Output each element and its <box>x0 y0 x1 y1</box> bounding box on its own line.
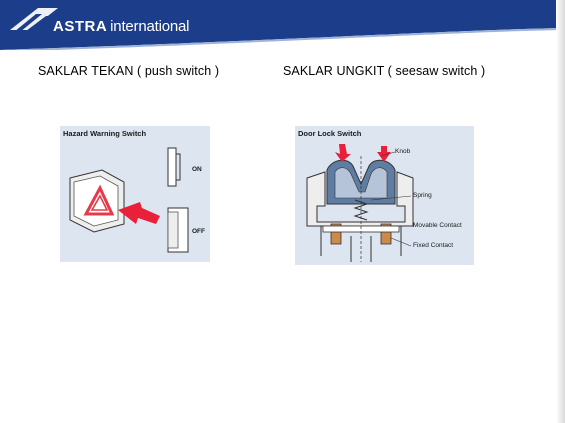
label-off: OFF <box>192 228 205 235</box>
brand-bold: ASTRA <box>53 18 108 35</box>
hazard-switch-illustration <box>69 147 189 253</box>
brand-light: international <box>110 18 190 35</box>
label-spring: Spring <box>413 192 432 199</box>
figure-door-lock-switch: Door Lock Switch <box>295 126 474 265</box>
door-lock-switch-illustration <box>306 144 414 262</box>
header-banner <box>0 0 565 50</box>
astra-logo-icon <box>10 8 58 34</box>
caption-push-switch: SAKLAR TEKAN ( push switch ) <box>38 64 220 78</box>
label-knob: Knob <box>395 148 411 155</box>
figure-hazard-warning-switch: Hazard Warning Switch ON OFF <box>60 126 210 262</box>
figure-title: Hazard Warning Switch <box>63 129 147 138</box>
label-movable-contact: Movable Contact <box>413 222 462 229</box>
slide-edge-shadow <box>556 0 565 423</box>
label-fixed-contact: Fixed Contact <box>413 242 454 249</box>
caption-seesaw-switch: SAKLAR UNGKIT ( seesaw switch ) <box>283 64 486 78</box>
label-on: ON <box>192 166 202 173</box>
figure-title: Door Lock Switch <box>298 129 362 138</box>
